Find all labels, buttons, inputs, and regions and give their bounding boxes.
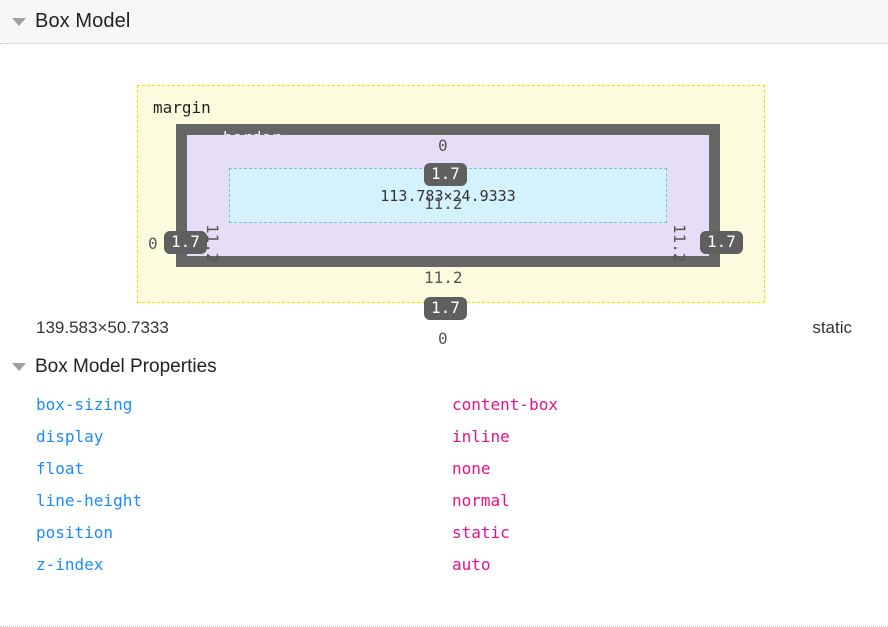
table-row[interactable]: float none [0,452,888,484]
padding-top-value[interactable]: 11.2 [424,194,463,213]
property-name[interactable]: display [36,426,104,446]
table-row[interactable]: z-index auto [0,548,888,580]
margin-left-value[interactable]: 0 [148,234,158,253]
table-row[interactable]: display inline [0,420,888,452]
table-row[interactable]: position static [0,516,888,548]
box-model-diagram: margin border padding 113.783×24.9333 0 … [0,44,888,348]
border-left-value[interactable]: 1.7 [164,231,207,254]
box-model-summary: 139.583×50.7333 static [0,306,888,350]
padding-bottom-value[interactable]: 11.2 [424,268,463,287]
property-value[interactable]: normal [452,490,510,510]
property-name[interactable]: line-height [36,490,142,510]
padding-right-value[interactable]: 11.2 [670,224,689,263]
border-right-value[interactable]: 1.7 [700,231,743,254]
table-row[interactable]: box-sizing content-box [0,388,888,420]
margin-label: margin [153,98,211,117]
property-value[interactable]: static [452,522,510,542]
table-row[interactable]: line-height normal [0,484,888,516]
property-name[interactable]: z-index [36,554,104,574]
element-position-label: static [812,318,852,337]
box-model-properties-title: Box Model Properties [35,356,217,377]
triangle-down-icon[interactable] [12,17,26,26]
content-size-label: 113.783×24.9333 [380,186,516,205]
margin-bottom-value[interactable]: 0 [438,329,448,348]
page-title: Box Model [35,10,131,32]
property-value[interactable]: inline [452,426,510,446]
margin-box[interactable]: margin border padding 113.783×24.9333 [137,85,765,303]
property-value[interactable]: content-box [452,394,558,414]
box-model-section-header[interactable]: Box Model [0,0,888,44]
box-model-properties-list: box-sizing content-box display inline fl… [0,384,888,580]
property-name[interactable]: position [36,522,114,542]
border-top-value[interactable]: 1.7 [424,163,467,186]
property-value[interactable]: auto [452,554,491,574]
border-box[interactable]: border padding 113.783×24.9333 [176,124,720,267]
element-size-label: 139.583×50.7333 [36,318,169,337]
triangle-down-icon[interactable] [12,363,26,371]
box-model-properties-header[interactable]: Box Model Properties [0,350,888,384]
property-value[interactable]: none [452,458,491,478]
padding-left-value[interactable]: 11.2 [203,224,222,263]
property-name[interactable]: float [36,458,85,478]
margin-top-value[interactable]: 0 [438,136,448,155]
property-name[interactable]: box-sizing [36,394,133,414]
border-bottom-value[interactable]: 1.7 [424,297,467,320]
